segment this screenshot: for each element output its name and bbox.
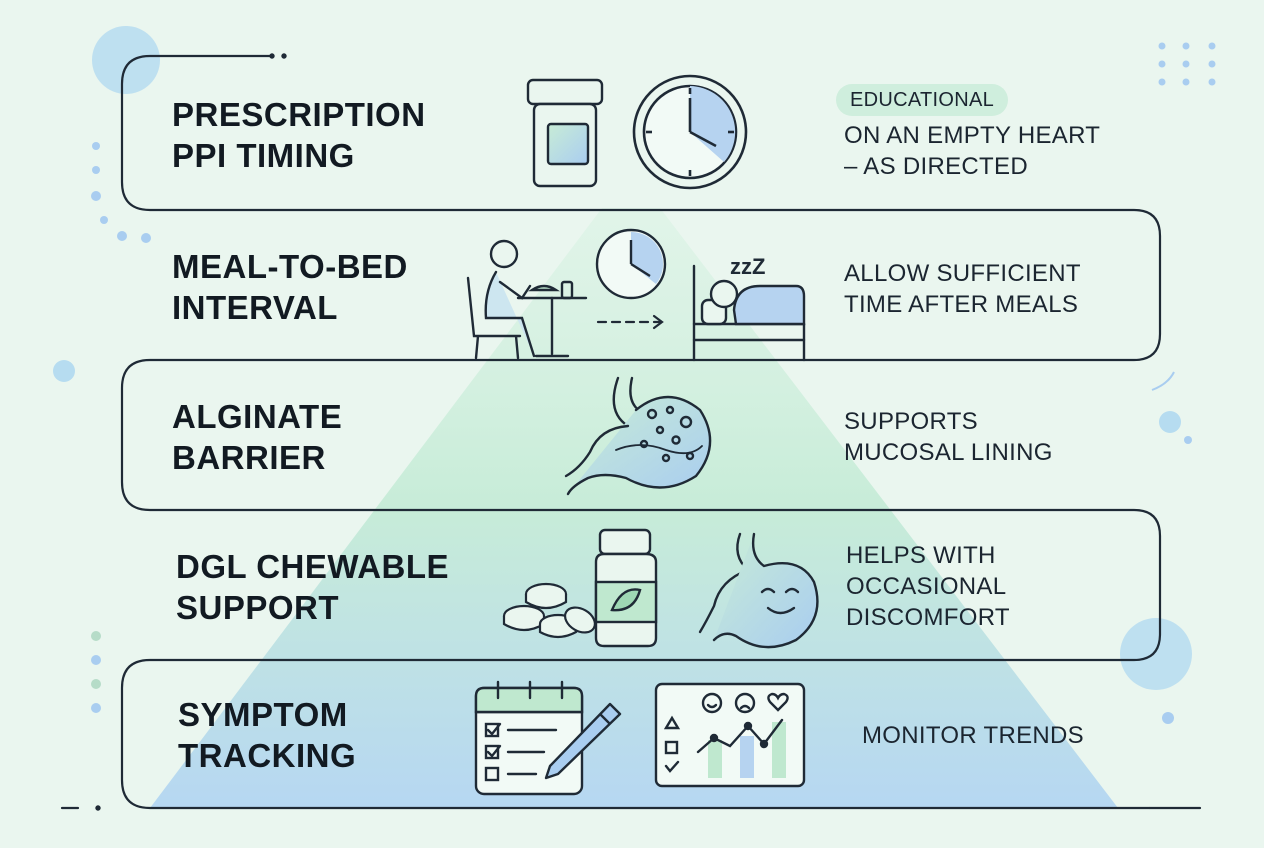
- row-5-title: SYMPTOM TRACKING: [178, 694, 356, 776]
- row-3-title-line-2: BARRIER: [172, 439, 326, 476]
- small-clock-icon: [595, 228, 667, 300]
- row-5-title-line-2: TRACKING: [178, 737, 357, 774]
- clock-icon: [632, 74, 748, 190]
- decorative-dots: [53, 26, 1216, 724]
- pen-icon: [544, 702, 622, 780]
- row-2-title: MEAL-TO-BED INTERVAL: [172, 246, 408, 328]
- row-4-title-line-1: DGL CHEWABLE: [176, 548, 450, 585]
- row-1-note-line-2: – AS DIRECTED: [844, 153, 1028, 180]
- row-4-note-line-1: HELPS WITH: [846, 542, 996, 569]
- arrow-right-icon: [596, 314, 664, 330]
- row-2-note-line-1: ALLOW SUFFICIENT: [844, 260, 1081, 287]
- row-5-note-line-1: MONITOR TRENDS: [862, 722, 1084, 749]
- row-3-title: ALGINATE BARRIER: [172, 396, 342, 478]
- chewable-tablets-icon: [502, 582, 597, 639]
- row-3-note-line-2: MUCOSAL LINING: [844, 439, 1053, 466]
- row-2-note: ALLOW SUFFICIENT TIME AFTER MEALS: [844, 258, 1081, 320]
- row-4-note-line-2: OCCASIONAL: [846, 573, 1007, 600]
- row-2-title-line-2: INTERVAL: [172, 289, 338, 326]
- trend-monitor-icon: [654, 682, 806, 788]
- stomach-bubbles-icon: [564, 376, 712, 496]
- row-3-note-line-1: SUPPORTS: [844, 408, 978, 435]
- pyramid-backdrop: [150, 208, 1118, 808]
- row-2-title-line-1: MEAL-TO-BED: [172, 248, 408, 285]
- row-3-title-line-1: ALGINATE: [172, 398, 343, 435]
- row-1-title: PRESCRIPTION PPI TIMING: [172, 94, 426, 176]
- educational-badge: EDUCATIONAL: [836, 84, 1009, 116]
- row-5-note: MONITOR TRENDS: [862, 720, 1084, 751]
- calendar-checklist-icon: [474, 680, 584, 796]
- row-1-note-line-1: ON AN EMPTY HEART: [844, 122, 1101, 149]
- row-5-title-line-1: SYMPTOM: [178, 696, 348, 733]
- row-3-note: SUPPORTS MUCOSAL LINING: [844, 406, 1053, 468]
- row-1-title-line-2: PPI TIMING: [172, 137, 355, 174]
- person-eating-icon: [466, 239, 588, 360]
- supplement-bottle-icon: [594, 528, 658, 648]
- frame-accents: [60, 53, 1202, 811]
- row-4-note: HELPS WITH OCCASIONAL DISCOMFORT: [846, 540, 1010, 633]
- row-1-title-line-1: PRESCRIPTION: [172, 96, 426, 133]
- serpentine-outline: [120, 54, 1162, 810]
- row-1-note: ON AN EMPTY HEART – AS DIRECTED: [844, 120, 1100, 182]
- row-2-note-line-2: TIME AFTER MEALS: [844, 291, 1079, 318]
- pill-bottle-icon: [526, 78, 604, 188]
- person-sleeping-icon: [692, 264, 806, 362]
- row-4-note-line-3: DISCOMFORT: [846, 604, 1010, 631]
- happy-stomach-icon: [698, 532, 819, 649]
- row-4-title-line-2: SUPPORT: [176, 589, 340, 626]
- sleep-text: zzZ: [730, 254, 765, 279]
- row-4-title: DGL CHEWABLE SUPPORT: [176, 546, 449, 628]
